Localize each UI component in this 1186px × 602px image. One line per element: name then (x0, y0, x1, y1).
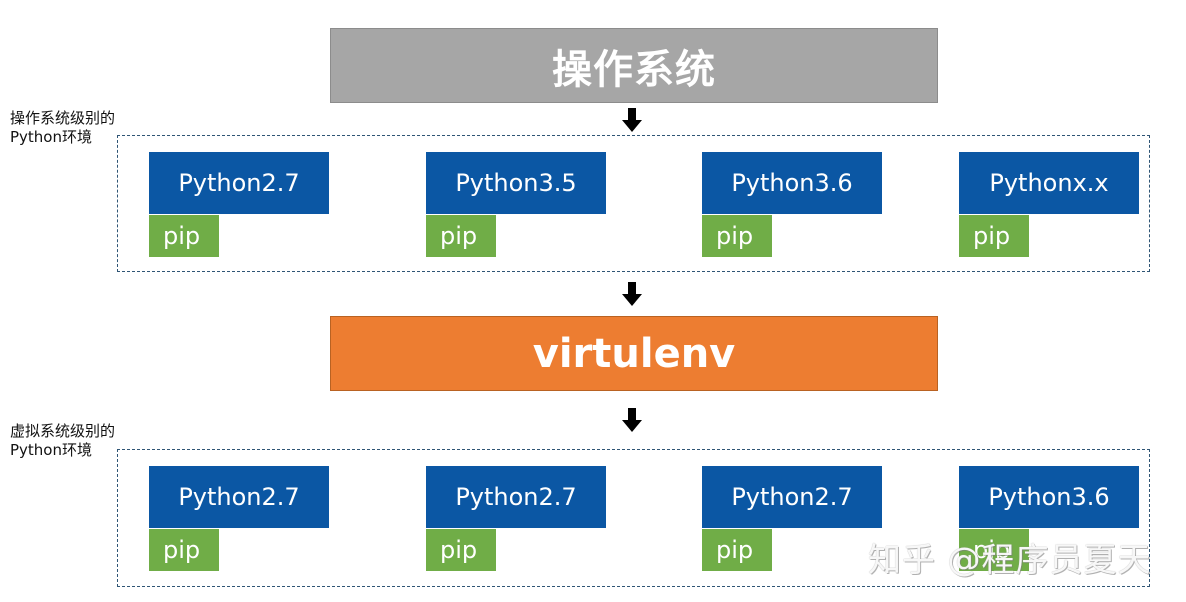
venv-pip-box-1: pip (149, 529, 219, 571)
pip-label: pip (163, 536, 201, 564)
os-python-box-3: Python3.6 (702, 152, 882, 214)
virtual-group-label-line1: 虚拟系统级别的 (10, 422, 116, 440)
os-group-label-line1: 操作系统级别的 (10, 109, 116, 127)
venv-python-box-2: Python2.7 (426, 466, 606, 528)
venv-pip-box-4: pip (959, 529, 1029, 571)
venv-python-box-4: Python3.6 (959, 466, 1139, 528)
python-version: Python2.7 (455, 483, 577, 511)
venv-pip-box-3: pip (702, 529, 772, 571)
pip-label: pip (973, 222, 1011, 250)
python-version: Python2.7 (731, 483, 853, 511)
virtual-group-label-line2: Python环境 (10, 441, 92, 459)
pip-label: pip (973, 536, 1011, 564)
python-version: Python3.6 (731, 169, 853, 197)
os-box: 操作系统 (330, 28, 938, 103)
virtualenv-box-label: virtulenv (532, 330, 736, 377)
os-box-label: 操作系统 (552, 46, 716, 93)
python-version: Python3.5 (455, 169, 577, 197)
pip-label: pip (440, 222, 478, 250)
os-pip-box-4: pip (959, 215, 1029, 257)
watermark: 知乎 @程序员夏天 (868, 540, 1152, 579)
python-version: Python3.6 (988, 483, 1110, 511)
os-pip-box-2: pip (426, 215, 496, 257)
os-python-box-1: Python2.7 (149, 152, 329, 214)
pip-label: pip (716, 222, 754, 250)
os-group-label: 操作系统级别的 Python环境 (10, 109, 115, 147)
pip-label: pip (163, 222, 201, 250)
python-version: Pythonx.x (989, 169, 1109, 197)
os-python-box-4: Pythonx.x (959, 152, 1139, 214)
pip-label: pip (440, 536, 478, 564)
arrow-down-icon (622, 108, 642, 132)
arrow-down-icon (622, 408, 642, 432)
venv-python-box-3: Python2.7 (702, 466, 882, 528)
python-version: Python2.7 (178, 483, 300, 511)
pip-label: pip (716, 536, 754, 564)
virtual-group-label: 虚拟系统级别的 Python环境 (10, 422, 115, 460)
os-group-label-line2: Python环境 (10, 128, 92, 146)
venv-python-box-1: Python2.7 (149, 466, 329, 528)
virtual-group-container (117, 449, 1150, 587)
python-version: Python2.7 (178, 169, 300, 197)
os-python-box-2: Python3.5 (426, 152, 606, 214)
arrow-down-icon (622, 282, 642, 306)
os-group-container (117, 135, 1150, 272)
os-pip-box-1: pip (149, 215, 219, 257)
venv-pip-box-2: pip (426, 529, 496, 571)
virtualenv-box: virtulenv (330, 316, 938, 391)
os-pip-box-3: pip (702, 215, 772, 257)
